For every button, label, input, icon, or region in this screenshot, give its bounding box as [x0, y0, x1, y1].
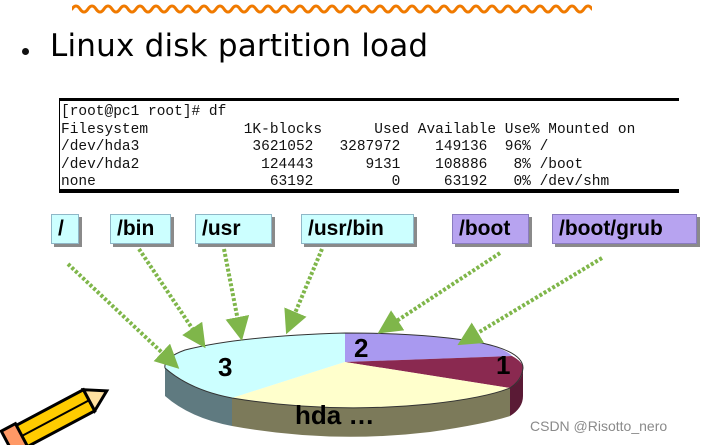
watermark: CSDN @Risotto_nero — [530, 418, 668, 434]
pie-slice-disk — [232, 362, 510, 408]
pie-label-boot: 2 — [354, 333, 369, 363]
pie-slice-boot — [345, 333, 512, 362]
terminal-output: [root@pc1 root]# df Filesystem 1K-blocks… — [59, 98, 679, 193]
arrow-boot — [377, 251, 502, 334]
arrow-boot-grub — [457, 256, 604, 346]
terminal-line-command: [root@pc1 root]# df — [61, 104, 227, 120]
mount-label-bin: /bin — [110, 214, 171, 244]
pie-side-disk — [232, 388, 510, 437]
bullet-point — [22, 48, 29, 55]
arrow-usr-bin — [284, 248, 324, 335]
arrow-bin — [137, 247, 206, 349]
pie-label-shm: 1 — [496, 350, 511, 380]
terminal-line-hda3: /dev/hda3 3621052 3287972 149136 96% / — [61, 139, 549, 155]
arrow-usr — [222, 248, 250, 341]
wavy-divider — [72, 4, 592, 14]
terminal-line-hda2: /dev/hda2 124443 9131 108886 8% /boot — [61, 156, 584, 173]
terminal-line-none: none 63192 0 63192 0% /dev/shm — [61, 174, 610, 190]
mount-label-boot: /boot — [452, 214, 529, 244]
pencil-icon — [0, 387, 110, 445]
arrows-group — [66, 247, 604, 369]
mount-label-usr-bin: /usr/bin — [301, 214, 414, 244]
pie-side-shm — [510, 368, 523, 416]
mount-label-usr: /usr — [195, 214, 272, 244]
pie-side-root — [165, 368, 232, 426]
terminal-line-header: Filesystem 1K-blocks Used Available Use%… — [61, 121, 636, 138]
pie-label-disk: hda … — [295, 400, 375, 430]
arrow-root — [66, 262, 180, 369]
pie-slice-root — [164, 333, 345, 398]
mount-label-root: / — [51, 214, 79, 244]
slide-title: Linux disk partition load — [50, 28, 429, 64]
pie-label-root: 3 — [218, 352, 233, 382]
mount-label-boot-grub: /boot/grub — [552, 214, 697, 244]
pie-slice-shm — [345, 356, 523, 388]
